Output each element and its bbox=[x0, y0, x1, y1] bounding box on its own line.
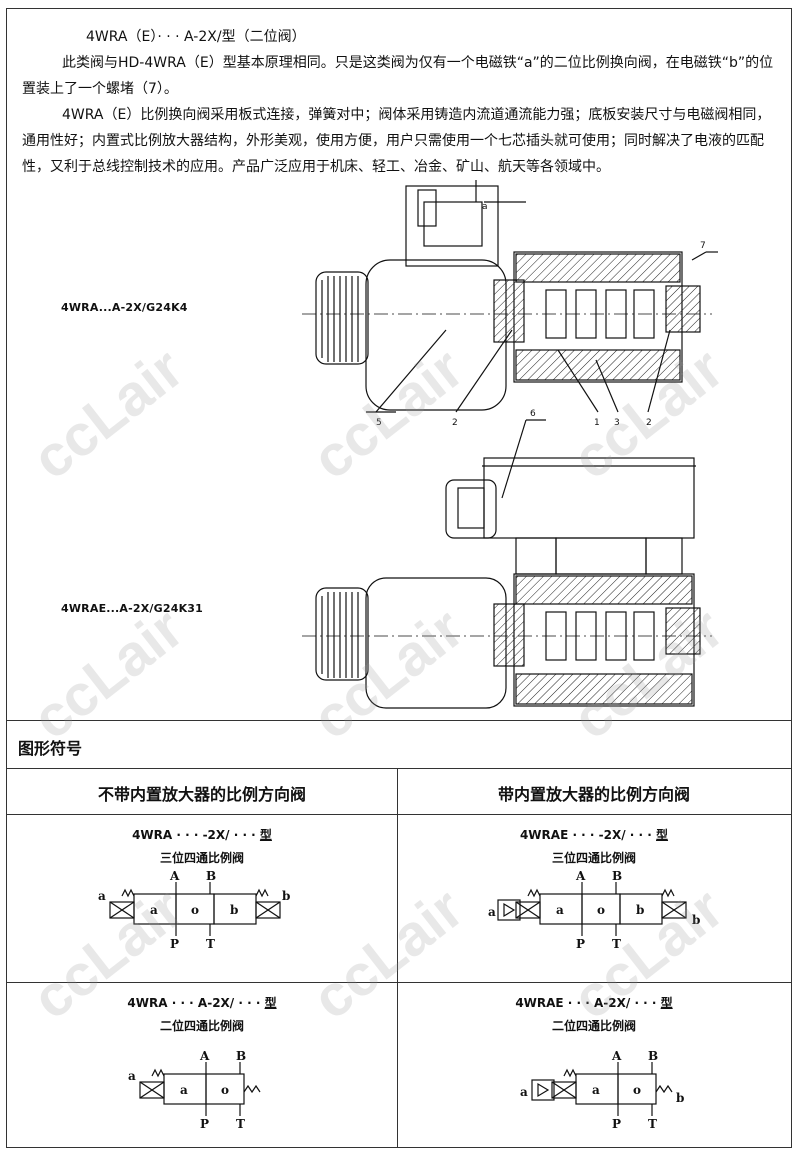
divider-row bbox=[6, 982, 792, 983]
valve-drawing-svg: a 7 5 2 1 3 2 6 bbox=[302, 180, 718, 709]
solenoid-coil-2 bbox=[365, 577, 507, 709]
callout-a: a bbox=[482, 202, 488, 212]
symbol1-label-T: T bbox=[206, 937, 215, 951]
symbol1-model: 4WRA · · · -2X/ · · · bbox=[132, 828, 260, 842]
divider-top bbox=[6, 720, 792, 721]
symbol1-label-a-box: a bbox=[150, 903, 158, 917]
symbol3-desc: 二位四通比例阀 bbox=[159, 1019, 244, 1033]
symbol2-label-A: A bbox=[575, 869, 586, 883]
divider-header-top bbox=[6, 768, 792, 769]
symbol1-label-o-box: o bbox=[191, 903, 199, 917]
symbol2-diagram: a b a o b A B P T bbox=[488, 869, 700, 951]
knurled-nut bbox=[315, 271, 369, 365]
col-left-header: 不带内置放大器的比例方向阀 bbox=[97, 785, 306, 804]
divider-header-bottom bbox=[6, 814, 792, 815]
symbol-cell-1: 4WRA · · · -2X/ · · · 型 三位四通比例阀 a b a o … bbox=[6, 826, 398, 976]
intro-paragraph-1: 此类阀与HD-4WRA（E）型基本原理相同。只是这类阀为仅有一个电磁铁“a”的二… bbox=[22, 55, 774, 97]
symbol2-desc: 三位四通比例阀 bbox=[551, 851, 636, 865]
symbol3-diagram: a a o A B P T bbox=[128, 1049, 261, 1131]
symbol4-label-a-box: a bbox=[592, 1083, 600, 1097]
symbol2-label-a-box: a bbox=[556, 903, 564, 917]
amplifier-connector bbox=[445, 479, 497, 539]
symbol4-label-P: P bbox=[612, 1117, 621, 1131]
symbol3-label-a-box: a bbox=[180, 1083, 188, 1097]
symbol1-desc: 三位四通比例阀 bbox=[159, 851, 244, 865]
col-right-header: 带内置放大器的比例方向阀 bbox=[497, 785, 690, 804]
symbol4-model-suffix: 型 bbox=[660, 996, 673, 1010]
symbol3-label-B: B bbox=[236, 1049, 246, 1063]
intro-text-block: 4WRA（E）· · · A-2X/型（二位阀） 此类阀与HD-4WRA（E）型… bbox=[22, 24, 774, 180]
symbol2-label-b-box: b bbox=[636, 903, 644, 917]
symbol3-label-P: P bbox=[200, 1117, 209, 1131]
screw-plug-7 bbox=[665, 285, 701, 333]
variant2-drawing: 6 bbox=[302, 409, 712, 709]
symbol4-label-b-ext: b bbox=[676, 1091, 684, 1105]
callout-6: 6 bbox=[530, 409, 536, 419]
symbol4-label-T: T bbox=[648, 1117, 657, 1131]
symbols-section-title: 图形符号 bbox=[18, 739, 83, 758]
symbol3-label-T: T bbox=[236, 1117, 245, 1131]
symbol2-model-suffix: 型 bbox=[656, 828, 669, 842]
callout-5: 5 bbox=[376, 418, 382, 428]
callout-2-left: 2 bbox=[452, 418, 458, 428]
valve-section-drawing: a 7 5 2 1 3 2 6 bbox=[6, 180, 792, 720]
symbol2-model: 4WRAE · · · -2X/ · · · bbox=[519, 828, 657, 842]
page-frame bbox=[6, 8, 792, 1148]
amplifier-housing bbox=[483, 457, 695, 539]
symbol1-label-a-ext: a bbox=[98, 889, 106, 903]
symbol1-model-suffix: 型 bbox=[259, 828, 272, 842]
symbol4-label-a-ext: a bbox=[520, 1085, 528, 1099]
symbol3-model-suffix: 型 bbox=[264, 996, 277, 1010]
plug-connector bbox=[405, 185, 499, 267]
symbol3-label-A: A bbox=[199, 1049, 210, 1063]
symbol2-label-T: T bbox=[612, 937, 621, 951]
knurled-nut-2 bbox=[315, 587, 369, 681]
symbol4-label-o-box: o bbox=[633, 1083, 641, 1097]
symbol2-label-P: P bbox=[576, 937, 585, 951]
symbol2-label-b-ext: b bbox=[692, 913, 700, 927]
callout-7: 7 bbox=[700, 241, 706, 251]
symbol-cell-2: 4WRAE · · · -2X/ · · · 型 三位四通比例阀 a b a o… bbox=[398, 826, 790, 976]
callout-3: 3 bbox=[614, 418, 620, 428]
symbol2-label-o-box: o bbox=[597, 903, 605, 917]
symbol1-label-P: P bbox=[170, 937, 179, 951]
symbol4-desc: 二位四通比例阀 bbox=[551, 1019, 636, 1033]
solenoid-coil bbox=[365, 259, 507, 411]
symbol4-diagram: a b a o A B P T bbox=[520, 1049, 684, 1131]
symbol-cell-3: 4WRA · · · A-2X/ · · · 型 二位四通比例阀 a a o A… bbox=[6, 994, 398, 1144]
symbol3-model: 4WRA · · · A-2X/ · · · bbox=[127, 996, 265, 1010]
symbol4-label-A: A bbox=[611, 1049, 622, 1063]
column-divider bbox=[397, 768, 398, 1148]
variant2-label: 4WRAE...A-2X/G24K31 bbox=[61, 602, 204, 615]
variant1-drawing: a 7 5 2 1 3 2 bbox=[302, 180, 718, 428]
symbol1-label-A: A bbox=[169, 869, 180, 883]
callout-1: 1 bbox=[594, 418, 600, 428]
symbol1-label-b-ext: b bbox=[282, 889, 290, 903]
variant1-label: 4WRA...A-2X/G24K4 bbox=[61, 301, 188, 314]
symbol3-label-o-box: o bbox=[221, 1083, 229, 1097]
symbol1-label-B: B bbox=[206, 869, 216, 883]
symbol2-label-a-ext: a bbox=[488, 905, 496, 919]
intro-title: 4WRA（E）· · · A-2X/型（二位阀） bbox=[86, 29, 306, 45]
symbol4-model: 4WRAE · · · A-2X/ · · · bbox=[515, 996, 661, 1010]
symbol1-diagram: a b a o b A B P T bbox=[98, 869, 290, 951]
symbol3-label-a-ext: a bbox=[128, 1069, 136, 1083]
symbol-cell-4: 4WRAE · · · A-2X/ · · · 型 二位四通比例阀 a b a … bbox=[398, 994, 790, 1144]
symbol4-label-B: B bbox=[648, 1049, 658, 1063]
intro-paragraph-2: 4WRA（E）比例换向阀采用板式连接，弹簧对中；阀体采用铸造内流道通流能力强；底… bbox=[22, 107, 771, 175]
symbol2-label-B: B bbox=[612, 869, 622, 883]
callout-2-right: 2 bbox=[646, 418, 652, 428]
symbol1-label-b-box: b bbox=[230, 903, 238, 917]
